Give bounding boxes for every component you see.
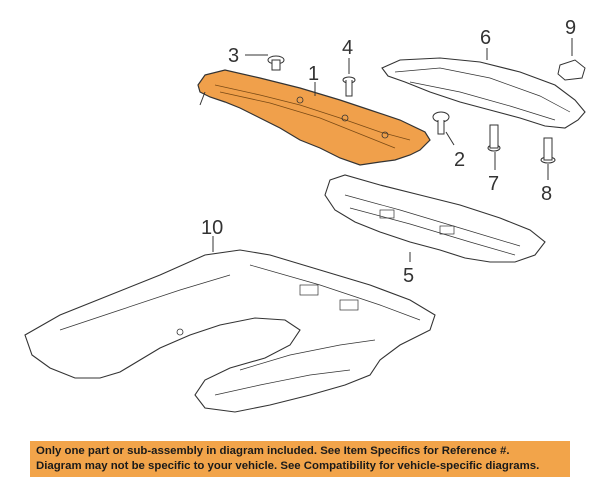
part-10-floor-panel [24, 249, 436, 413]
callout-4: 4 [342, 37, 353, 59]
part-5-middle-shield [324, 174, 546, 263]
leader-lines [212, 38, 573, 262]
callout-10: 10 [201, 217, 223, 239]
callout-5: 5 [403, 265, 414, 287]
part-8-bolt [540, 137, 556, 164]
callout-9: 9 [565, 17, 576, 39]
callout-1: 1 [308, 63, 319, 85]
callout-7: 7 [488, 173, 499, 195]
part-2-push-clip [432, 111, 450, 135]
callout-6: 6 [480, 27, 491, 49]
callout-8: 8 [541, 183, 552, 205]
callout-3: 3 [228, 45, 239, 67]
disclaimer-banner: Only one part or sub-assembly in diagram… [30, 441, 570, 477]
callout-2: 2 [454, 149, 465, 171]
disclaimer-line-2: Diagram may not be specific to your vehi… [36, 460, 540, 472]
part-1-splash-shield [197, 69, 431, 166]
part-7-bolt [487, 124, 501, 152]
part-3-push-clip [267, 55, 285, 71]
disclaimer-line-1: Only one part or sub-assembly in diagram… [36, 445, 510, 457]
part-6-upper-shield [381, 57, 586, 129]
part-4-screw [342, 76, 356, 97]
part-9-nut [557, 59, 586, 81]
